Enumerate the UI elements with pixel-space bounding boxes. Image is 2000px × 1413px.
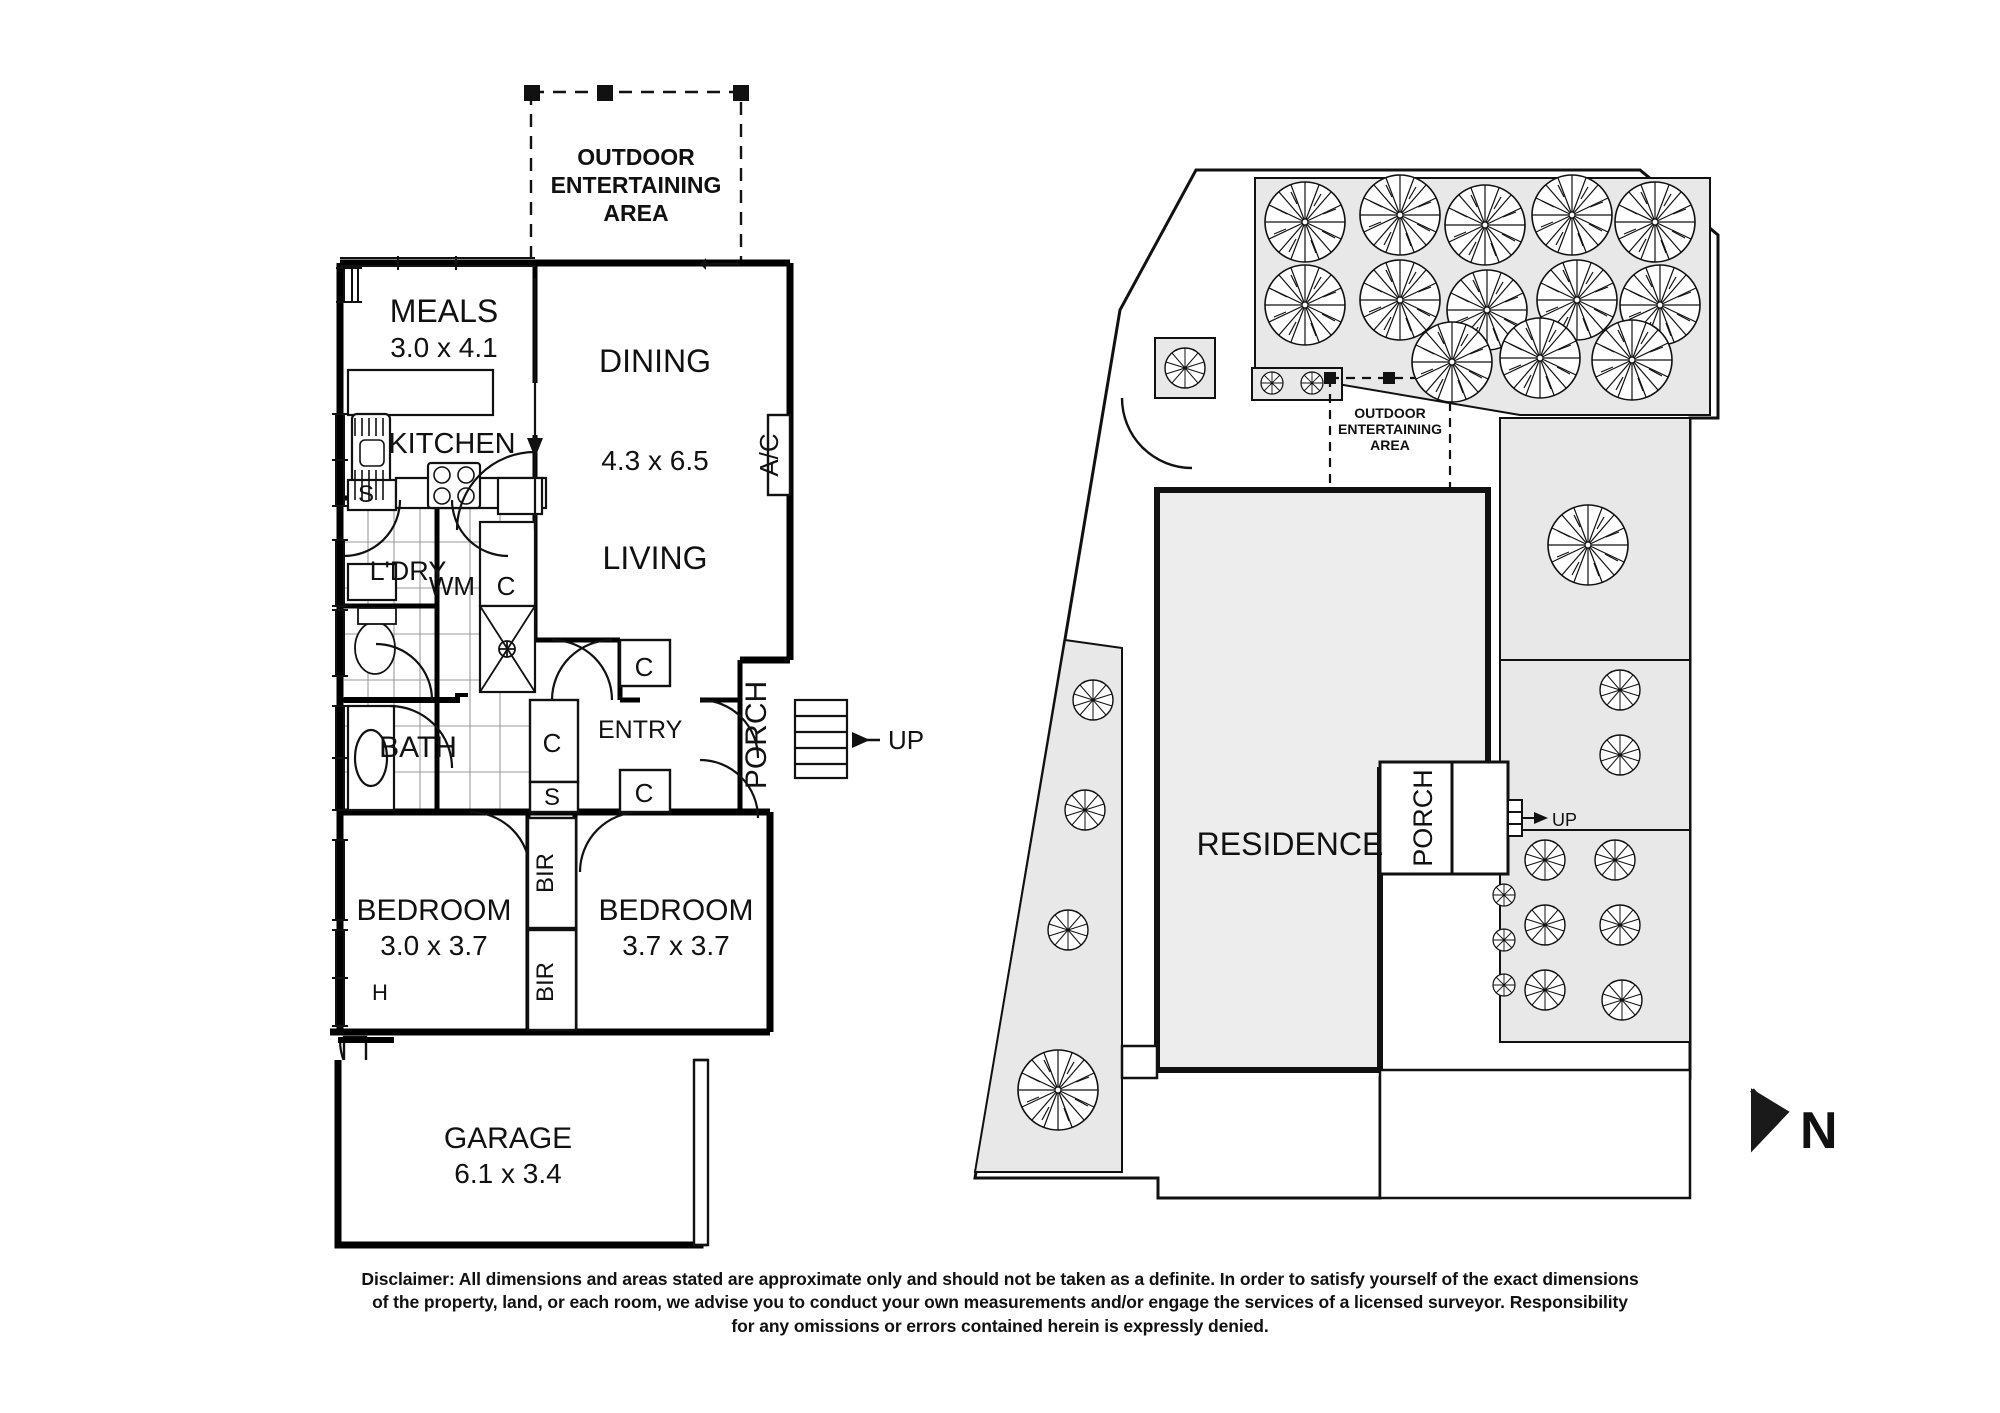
window-bedroom1 bbox=[332, 839, 348, 1027]
label-bedroom-2: BEDROOM bbox=[598, 894, 753, 927]
entry-joinery bbox=[528, 638, 672, 814]
label-residence: RESIDENCE bbox=[1197, 826, 1384, 862]
window-kitchen bbox=[332, 413, 348, 507]
site-tree-west-small bbox=[1164, 347, 1206, 389]
label-up-floorplan: UP bbox=[888, 725, 924, 755]
disclaimer-line-1: Disclaimer: All dimensions and areas sta… bbox=[361, 1269, 1639, 1289]
label-c-entry-left: C bbox=[543, 728, 562, 758]
label-garage-dims: 6.1 x 3.4 bbox=[454, 1158, 561, 1189]
label-c-laundry: C bbox=[497, 571, 516, 601]
bath-tub-icon bbox=[346, 704, 396, 812]
compass-rose: N bbox=[1750, 1088, 1838, 1160]
cooktop-icon bbox=[433, 466, 475, 505]
label-porch: PORCH bbox=[740, 681, 773, 789]
label-site-outdoor-line1: OUTDOOR bbox=[1354, 405, 1426, 421]
window-meals bbox=[336, 267, 362, 303]
floor-plan-group: OUTDOOR ENTERTAINING AREA MEALS 3.0 x 4.… bbox=[330, 85, 924, 1249]
site-porch-steps bbox=[1507, 799, 1523, 837]
label-meals: MEALS bbox=[390, 293, 498, 329]
window-laundry bbox=[332, 539, 348, 677]
kitchen-sink-icon bbox=[354, 418, 385, 500]
window-top-band bbox=[340, 256, 535, 270]
label-outdoor-entertaining-line1: OUTDOOR bbox=[577, 144, 695, 170]
disclaimer-line-2: of the property, land, or each room, we … bbox=[372, 1292, 1628, 1313]
porch-steps bbox=[793, 698, 849, 780]
label-s-entry: S bbox=[544, 784, 560, 811]
label-bir-2: BIR bbox=[532, 962, 559, 1002]
label-bath: BATH bbox=[379, 731, 457, 764]
label-entry: ENTRY bbox=[598, 716, 683, 744]
disclaimer-line-3: for any omissions or errors contained he… bbox=[731, 1315, 1269, 1336]
label-c-entry-right: C bbox=[635, 778, 654, 808]
outdoor-entertaining-zone bbox=[524, 85, 749, 265]
label-h: H bbox=[372, 980, 388, 1005]
label-laundry: L'DRY bbox=[370, 556, 447, 586]
label-site-porch: PORCH bbox=[1408, 769, 1438, 867]
residence-porch bbox=[1378, 760, 1510, 876]
label-bedroom-1: BEDROOM bbox=[356, 894, 511, 927]
bir-joinery bbox=[526, 816, 578, 1032]
label-living: LIVING bbox=[603, 540, 708, 576]
label-s-kitchen: S bbox=[358, 481, 374, 508]
label-site-outdoor-line2: ENTERTAINING bbox=[1338, 421, 1442, 437]
label-kitchen: KITCHEN bbox=[388, 428, 515, 460]
shower-icon bbox=[479, 605, 536, 693]
label-outdoor-entertaining-line2: ENTERTAINING bbox=[551, 172, 722, 198]
label-meals-dims: 3.0 x 4.1 bbox=[390, 332, 497, 363]
garage-door bbox=[692, 1058, 710, 1247]
label-garage: GARAGE bbox=[444, 1122, 572, 1155]
label-bedroom-2-dims: 3.7 x 3.7 bbox=[622, 930, 729, 961]
label-bir-1: BIR bbox=[532, 853, 559, 893]
exterior-walls bbox=[336, 259, 794, 1036]
label-c-living: C bbox=[635, 652, 654, 682]
dining-opening-arrow bbox=[527, 258, 740, 458]
label-dining-dims: 4.3 x 6.5 bbox=[601, 445, 708, 476]
ac-unit-box bbox=[766, 413, 792, 497]
site-plan-group: RESIDENCE PORCH UP OUTDOOR ENTERTAINING … bbox=[973, 168, 1720, 1200]
compass-north-label: N bbox=[1800, 1102, 1838, 1160]
wc-icon bbox=[354, 607, 397, 675]
window-bath bbox=[332, 705, 348, 811]
label-dining: DINING bbox=[599, 343, 711, 379]
label-ac: A/C bbox=[754, 433, 784, 476]
label-outdoor-entertaining-line3: AREA bbox=[603, 200, 668, 226]
label-site-up: UP bbox=[1552, 810, 1577, 830]
label-site-outdoor-line3: AREA bbox=[1370, 437, 1410, 453]
kitchen-joinery bbox=[346, 368, 548, 516]
label-bedroom-1-dims: 3.0 x 3.7 bbox=[380, 930, 487, 961]
disclaimer-block: Disclaimer: All dimensions and areas sta… bbox=[0, 1268, 2000, 1338]
label-wm: WM bbox=[429, 571, 475, 601]
site-paths bbox=[1120, 1044, 1692, 1200]
